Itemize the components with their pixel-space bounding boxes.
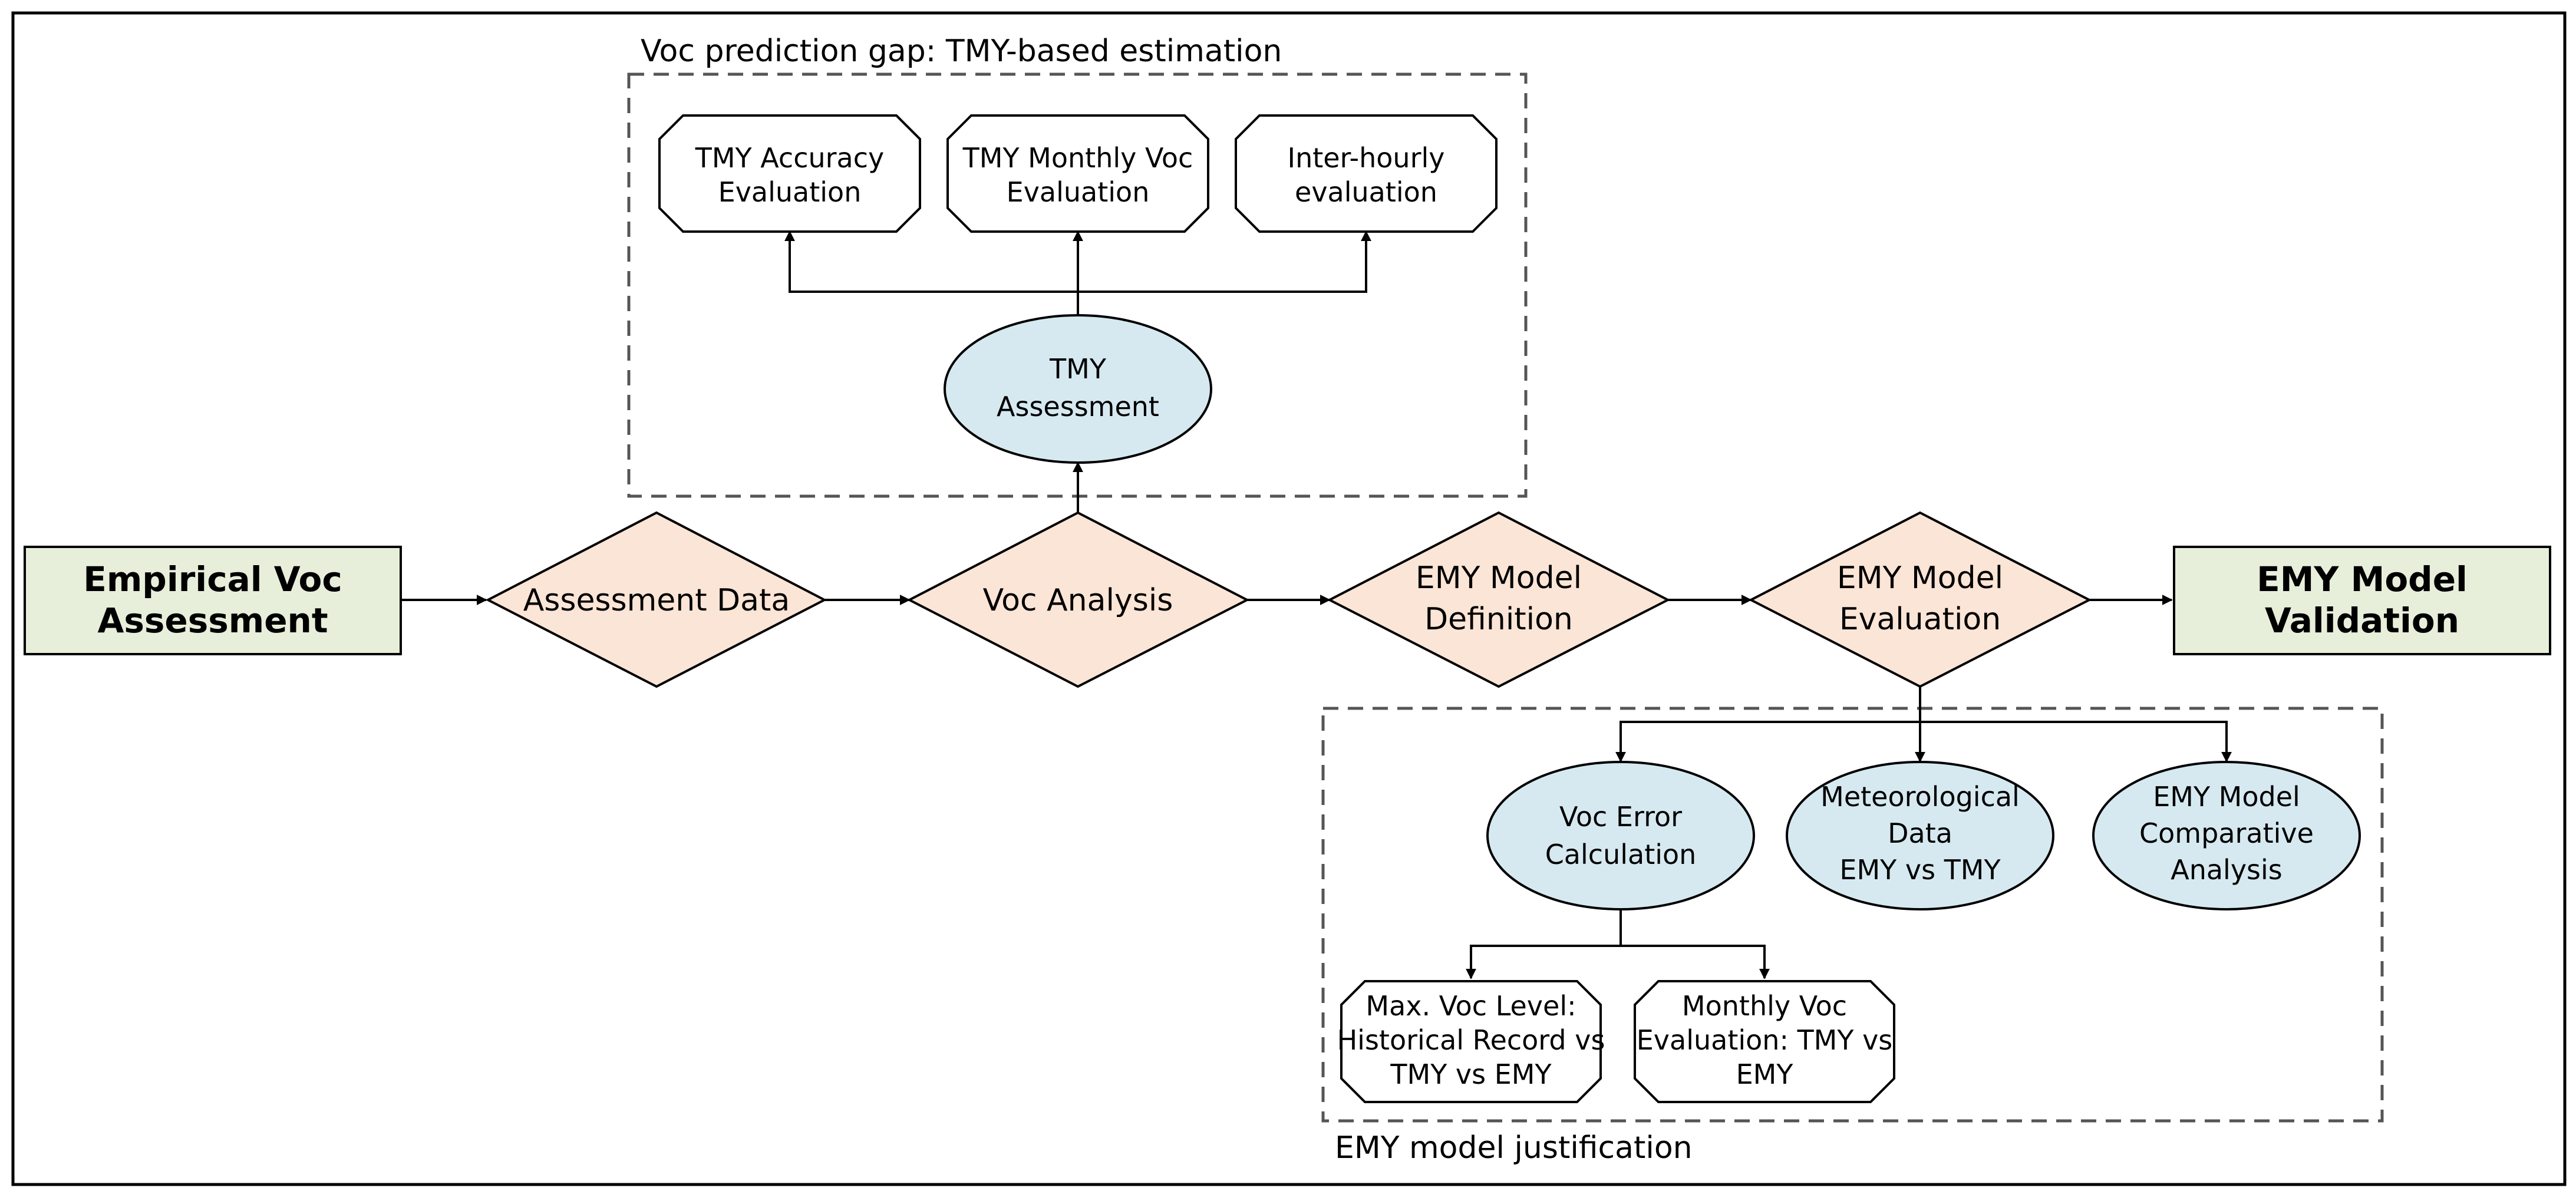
decision-assessment-data: Assessment Data <box>485 511 827 688</box>
process-emy-comparative-analysis: EMY Model Comparative Analysis <box>2092 761 2361 910</box>
decision-emy-definition-line-2: Definition <box>1424 602 1573 637</box>
process-emy-comparative-line-1: EMY Model <box>2153 781 2300 813</box>
process-tmy-assessment: TMY Assessment <box>944 314 1212 464</box>
output-tmy-monthly-line-1: TMY Monthly Voc <box>962 142 1193 174</box>
group-bottom-title: EMY model justification <box>1335 1130 1693 1166</box>
process-emy-comparative-line-2: Comparative <box>2139 817 2314 849</box>
process-meteo-line-3: EMY vs TMY <box>1839 854 2001 886</box>
decision-assessment-data-label: Assessment Data <box>523 583 790 618</box>
terminal-end-line-2: Validation <box>2265 600 2459 641</box>
decision-emy-model-evaluation: EMY Model Evaluation <box>1748 511 2092 688</box>
decision-emy-definition-line-1: EMY Model <box>1416 560 1582 596</box>
arrow-to-inter-hourly <box>1078 230 1371 293</box>
output-monthly-voc-line-2: Evaluation: TMY vs <box>1637 1024 1893 1056</box>
group-top-title: Voc prediction gap: TMY-based estimation <box>641 34 1282 69</box>
arrow-to-voc-error <box>1615 721 1920 763</box>
process-meteo-line-1: Meteorological <box>1820 781 2020 813</box>
output-max-voc-level: Max. Voc Level: Historical Record vs TMY… <box>1337 980 1605 1103</box>
arrow-to-max-voc <box>1466 909 1622 979</box>
output-tmy-monthly-line-2: Evaluation <box>1007 176 1150 208</box>
process-meteo-line-2: Data <box>1888 817 1952 849</box>
terminal-emy-model-validation: EMY Model Validation <box>2173 546 2551 655</box>
output-tmy-accuracy-line-1: TMY Accuracy <box>695 142 885 174</box>
output-inter-hourly-line-2: evaluation <box>1295 176 1437 208</box>
decision-emy-evaluation-line-1: EMY Model <box>1837 560 2003 596</box>
decision-emy-evaluation-line-2: Evaluation <box>1839 602 2001 637</box>
output-tmy-accuracy-line-2: Evaluation <box>718 176 862 208</box>
arrow-to-monthly-voc <box>1621 945 1770 979</box>
group-bottom-border <box>1321 707 2384 1123</box>
output-tmy-accuracy-evaluation: TMY Accuracy Evaluation <box>658 114 921 233</box>
process-tmy-assessment-line-1: TMY <box>1049 353 1107 385</box>
output-max-voc-line-2: Historical Record vs <box>1337 1024 1605 1056</box>
output-monthly-voc-evaluation: Monthly Voc Evaluation: TMY vs EMY <box>1634 980 1895 1103</box>
output-tmy-monthly-voc-evaluation: TMY Monthly Voc Evaluation <box>946 114 1209 233</box>
arrow-to-emy-comparative <box>1920 721 2232 763</box>
process-tmy-assessment-line-2: Assessment <box>997 391 1159 423</box>
terminal-empirical-voc-assessment: Empirical Voc Assessment <box>24 546 402 655</box>
process-meteorological-data: Meteorological Data EMY vs TMY <box>1786 761 2054 910</box>
process-voc-error-calculation: Voc Error Calculation <box>1486 761 1755 910</box>
process-voc-error-line-2: Calculation <box>1545 839 1697 870</box>
terminal-end-line-1: EMY Model <box>2257 559 2468 599</box>
output-inter-hourly-line-1: Inter-hourly <box>1288 142 1445 174</box>
decision-voc-analysis-label: Voc Analysis <box>983 583 1173 618</box>
output-monthly-voc-line-3: EMY <box>1736 1058 1794 1090</box>
decision-emy-model-definition: EMY Model Definition <box>1327 511 1671 688</box>
terminal-start-line-1: Empirical Voc <box>83 559 342 599</box>
terminal-start-line-2: Assessment <box>97 600 328 641</box>
output-monthly-voc-line-1: Monthly Voc <box>1682 990 1847 1022</box>
process-voc-error-line-1: Voc Error <box>1559 801 1682 833</box>
output-inter-hourly-evaluation: Inter-hourly evaluation <box>1235 114 1498 233</box>
process-emy-comparative-line-3: Analysis <box>2171 854 2283 886</box>
decision-voc-analysis: Voc Analysis <box>906 511 1250 688</box>
output-max-voc-line-3: TMY vs EMY <box>1390 1058 1552 1090</box>
output-max-voc-line-1: Max. Voc Level: <box>1365 990 1576 1022</box>
